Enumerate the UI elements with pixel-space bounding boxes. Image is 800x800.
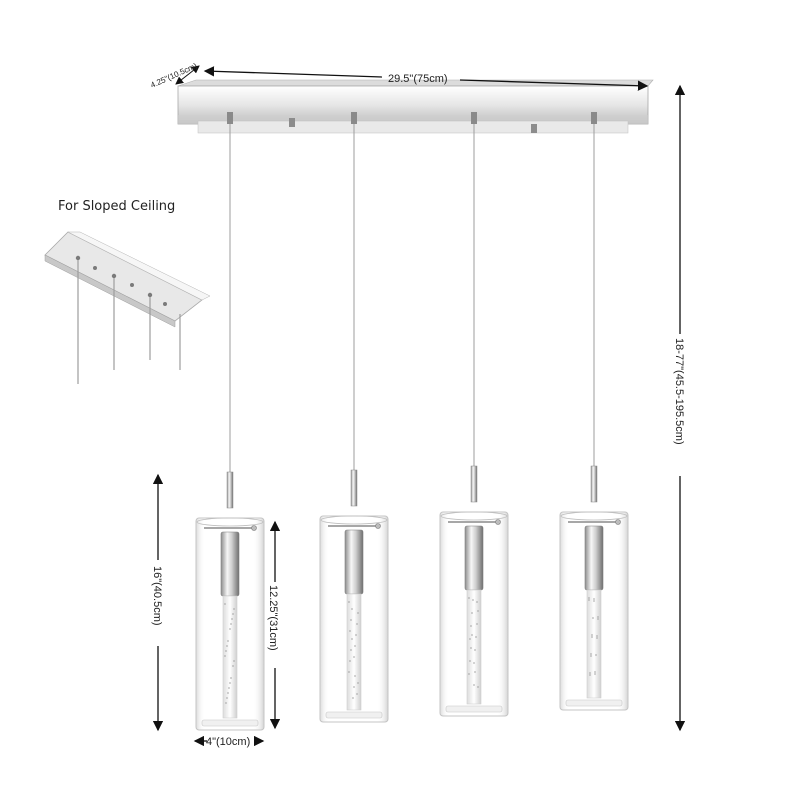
cable-fitting bbox=[351, 112, 357, 124]
chrome-holder bbox=[220, 531, 240, 597]
crystal-rod bbox=[466, 589, 482, 705]
crystal-rod bbox=[586, 589, 602, 699]
overall-height-label: 18-77"(45.5-195.5cm) bbox=[673, 338, 685, 445]
pendant-stem bbox=[470, 465, 478, 503]
canopy-screw-left bbox=[289, 118, 295, 127]
pendant-light bbox=[439, 112, 509, 717]
shade-height-label: 12.25"(31cm) bbox=[267, 585, 279, 651]
pendant-group bbox=[195, 112, 629, 731]
cable-fitting bbox=[471, 112, 477, 124]
shade-diameter-label: 4"(10cm) bbox=[206, 736, 250, 748]
sloped-ceiling-inset bbox=[44, 231, 211, 384]
canopy-width-label: 29.5"(75cm) bbox=[388, 73, 448, 85]
pendant-stem bbox=[350, 469, 358, 507]
pendant-stem bbox=[226, 471, 234, 509]
cable-fitting bbox=[591, 112, 597, 124]
chrome-holder bbox=[464, 525, 484, 591]
pendant-light bbox=[559, 112, 629, 711]
sloped-ceiling-caption: For Sloped Ceiling bbox=[58, 199, 175, 214]
dimension-canopy-depth bbox=[175, 65, 200, 85]
canopy-screw-right bbox=[531, 124, 537, 133]
chrome-holder bbox=[584, 525, 604, 591]
crystal-rod bbox=[346, 593, 362, 711]
chrome-holder bbox=[344, 529, 364, 595]
pendant-stem bbox=[590, 465, 598, 503]
sloped-canopy bbox=[44, 231, 203, 322]
pendant-light bbox=[319, 112, 389, 723]
pendant-light bbox=[195, 112, 265, 731]
ceiling-canopy bbox=[177, 79, 654, 134]
dimension-canopy-width bbox=[203, 66, 649, 91]
cable-fitting bbox=[227, 112, 233, 124]
crystal-rod bbox=[222, 595, 238, 719]
pendant-height-label: 16"(40.5cm) bbox=[151, 566, 163, 626]
